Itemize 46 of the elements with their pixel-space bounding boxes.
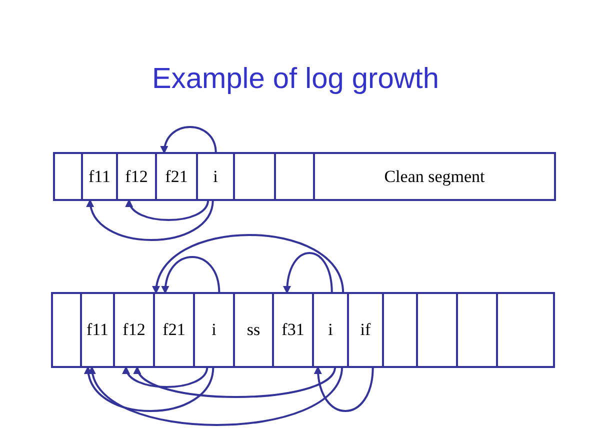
block-label: f11 — [86, 320, 109, 340]
block-label: if — [360, 320, 371, 340]
pointer-arrow — [284, 252, 333, 294]
log-block — [196, 152, 235, 201]
pointer-arrow — [85, 366, 214, 412]
log-block — [193, 292, 235, 368]
log-block — [312, 292, 349, 368]
pointer-arrow — [162, 256, 220, 294]
block-label: f31 — [282, 320, 304, 340]
pointer-arrow — [136, 366, 336, 398]
pointer-arrow — [90, 366, 344, 426]
pointer-arrow — [154, 234, 344, 294]
block-label: f21 — [165, 166, 188, 186]
log-block — [81, 152, 118, 201]
block-label: f11 — [88, 166, 111, 186]
log-block — [313, 152, 556, 201]
log-block — [233, 152, 276, 201]
pointer-arrow — [314, 366, 374, 412]
log-block — [116, 152, 157, 201]
log-block — [80, 292, 115, 368]
log-block — [53, 152, 83, 201]
pointer-arrow — [161, 126, 217, 154]
block-label: f12 — [125, 166, 148, 186]
log-block — [51, 292, 82, 368]
block-label: i — [213, 166, 218, 186]
block-label: i — [328, 320, 333, 340]
log-block — [233, 292, 274, 368]
block-label: i — [212, 320, 216, 340]
log-block — [153, 292, 195, 368]
block-label: f12 — [122, 320, 146, 340]
block-label: Clean segment — [384, 166, 485, 186]
block-label: ss — [246, 320, 260, 340]
log-block — [155, 152, 198, 201]
log-block — [113, 292, 155, 368]
log-block — [416, 292, 458, 368]
log-block — [456, 292, 498, 368]
log-block — [274, 152, 315, 201]
log-block — [382, 292, 418, 368]
log-block — [347, 292, 384, 368]
pointer-arrow — [87, 199, 214, 241]
block-label: f21 — [162, 320, 186, 340]
log-block — [496, 292, 555, 368]
pointer-arrow — [126, 199, 210, 221]
slide-title: Example of log growth — [152, 62, 439, 96]
pointer-arrow — [124, 366, 208, 388]
log-block — [272, 292, 314, 368]
